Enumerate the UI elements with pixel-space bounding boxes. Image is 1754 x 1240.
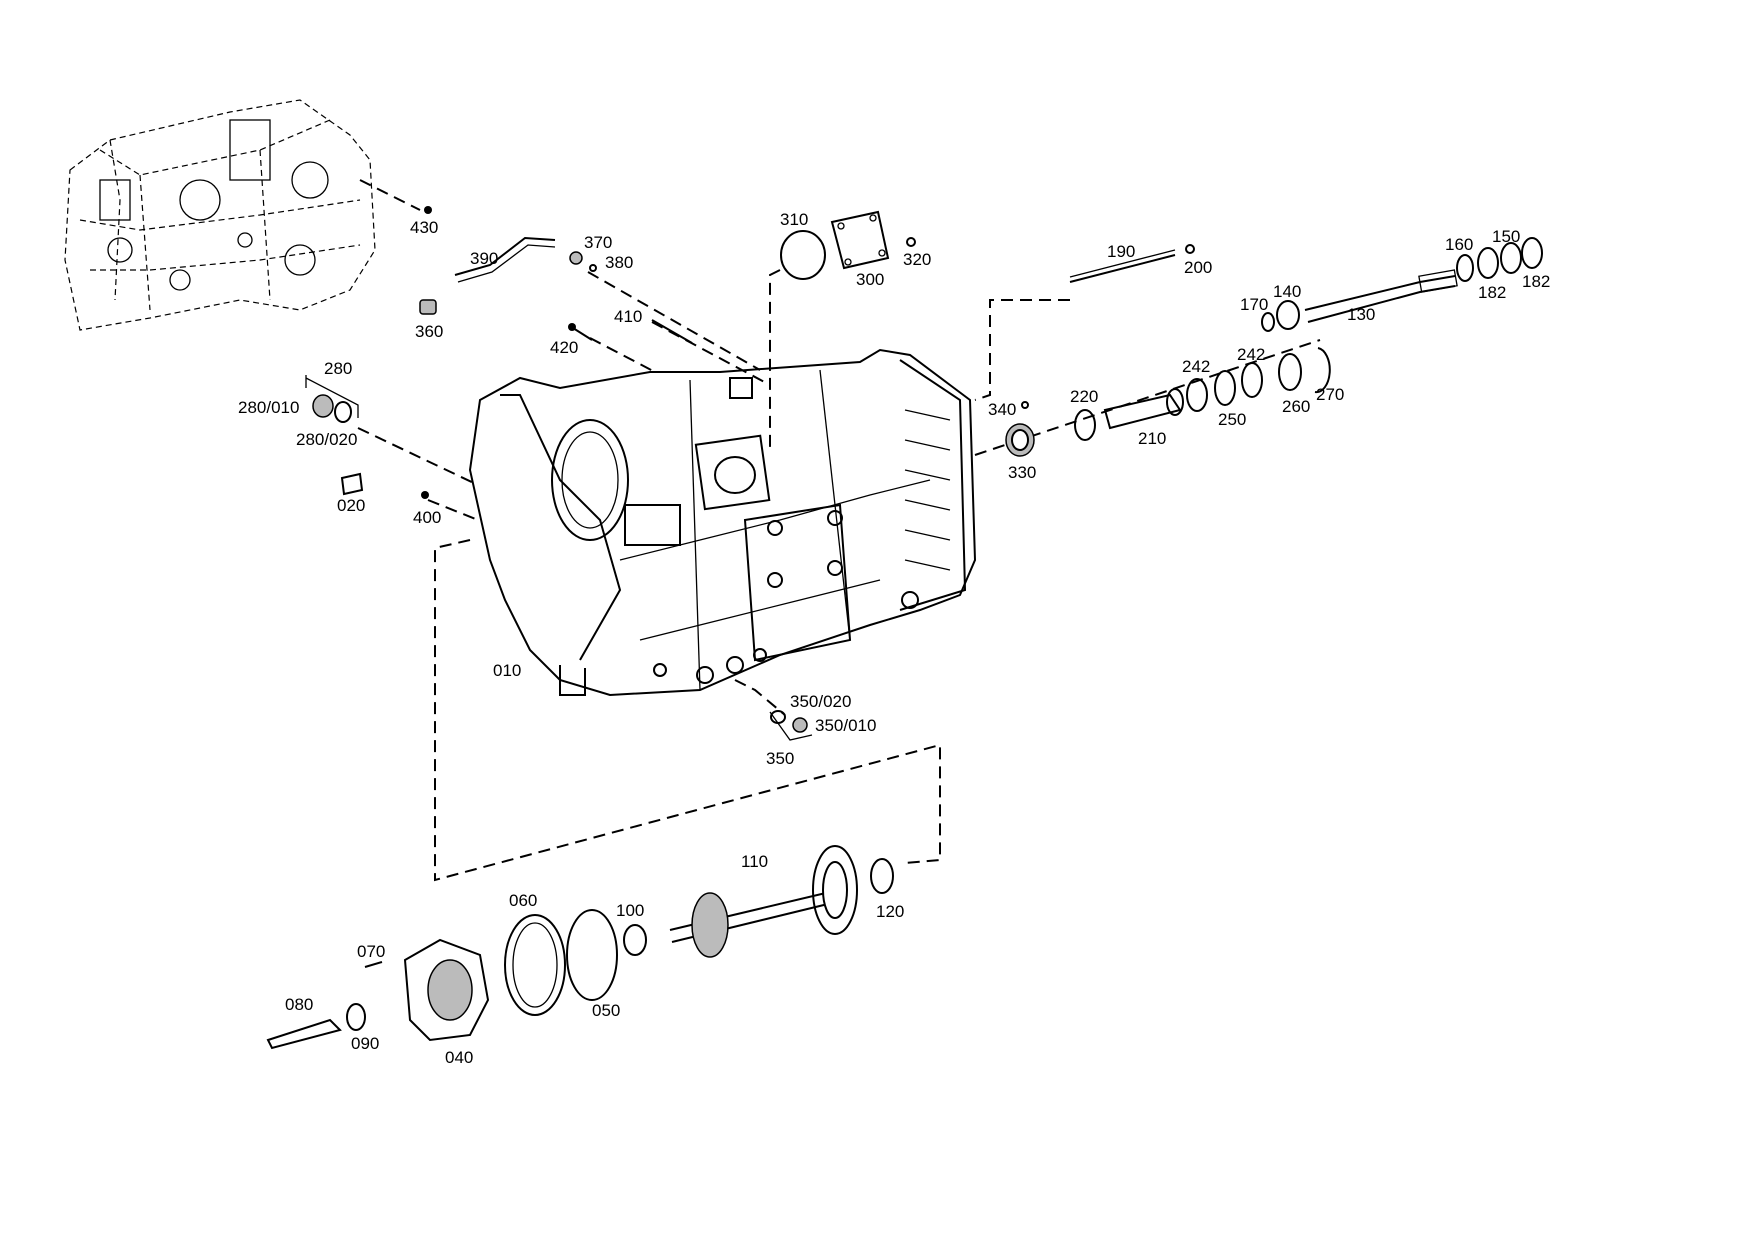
- labels: 430 390 370 380 360 410 420 310 300 320 …: [238, 210, 1550, 1067]
- label-210: 210: [1138, 429, 1166, 448]
- fitting-370: [569, 251, 583, 265]
- label-182b: 182: [1522, 272, 1550, 291]
- bearing-100: [623, 924, 647, 956]
- label-090: 090: [351, 1034, 379, 1053]
- gasket-060: [504, 914, 566, 1016]
- label-430: 430: [410, 218, 438, 237]
- bearing-120: [870, 858, 894, 894]
- shaft-210: [1103, 393, 1182, 430]
- label-100: 100: [616, 901, 644, 920]
- label-040: 040: [445, 1048, 473, 1067]
- label-140: 140: [1273, 282, 1301, 301]
- label-380: 380: [605, 253, 633, 272]
- bolt-400: [421, 491, 429, 499]
- label-190: 190: [1107, 242, 1135, 261]
- label-050: 050: [592, 1001, 620, 1020]
- label-130: 130: [1347, 305, 1375, 324]
- label-420: 420: [550, 338, 578, 357]
- ring-150: [1500, 242, 1522, 274]
- label-020: 020: [337, 496, 365, 515]
- label-410: 410: [614, 307, 642, 326]
- parts: [266, 206, 1543, 1050]
- label-320: 320: [903, 250, 931, 269]
- cover-040: [403, 938, 490, 1042]
- label-120: 120: [876, 902, 904, 921]
- label-360: 360: [415, 322, 443, 341]
- label-010: 010: [493, 661, 521, 680]
- leader-lines: [357, 179, 1321, 882]
- label-160: 160: [1445, 235, 1473, 254]
- label-260: 260: [1282, 397, 1310, 416]
- label-080: 080: [285, 995, 313, 1014]
- label-250: 250: [1218, 410, 1246, 429]
- screw-070: [364, 961, 383, 968]
- bearing-220: [1074, 409, 1096, 441]
- snap-ring-270: [1314, 347, 1331, 394]
- label-400: 400: [413, 508, 441, 527]
- oring-050: [566, 909, 618, 1001]
- label-330: 330: [1008, 463, 1036, 482]
- label-070: 070: [357, 942, 385, 961]
- ring-242b: [1241, 362, 1263, 398]
- plug-320: [906, 237, 916, 247]
- gear-110a: [691, 892, 729, 958]
- rod-190: [1069, 254, 1176, 283]
- ring-182b: [1521, 237, 1543, 269]
- pin-340: [1021, 401, 1029, 409]
- bolt-420: [572, 327, 593, 341]
- overview-inset: [64, 99, 376, 331]
- label-200: 200: [1184, 258, 1212, 277]
- label-110: 110: [741, 852, 768, 871]
- bolt-410: [651, 319, 693, 344]
- ring-090: [346, 1003, 366, 1031]
- label-300: 300: [856, 270, 884, 289]
- shaft-080: [266, 1018, 342, 1050]
- label-170: 170: [1240, 295, 1268, 314]
- label-390: 390: [470, 249, 498, 268]
- label-182a: 182: [1478, 283, 1506, 302]
- label-350-010: 350/010: [815, 716, 876, 735]
- label-350-020: 350/020: [790, 692, 851, 711]
- plug-350-010: [792, 717, 808, 733]
- washer-380: [589, 264, 597, 272]
- label-242a: 242: [1182, 357, 1210, 376]
- bolt-430: [424, 206, 432, 214]
- ring-242a: [1186, 378, 1208, 412]
- label-350: 350: [766, 749, 794, 768]
- ring-160: [1456, 254, 1474, 282]
- label-270: 270: [1316, 385, 1344, 404]
- ring-182a: [1477, 247, 1499, 279]
- gear-110b: [812, 845, 858, 935]
- label-280-020: 280/020: [296, 430, 357, 449]
- label-280: 280: [324, 359, 352, 378]
- fitting-360: [419, 299, 437, 315]
- bearing-260: [1278, 353, 1302, 391]
- ring-250: [1214, 370, 1236, 406]
- main-housing-010: [468, 348, 977, 697]
- pipe-390: [454, 236, 556, 276]
- label-242b: 242: [1237, 345, 1265, 364]
- label-060: 060: [509, 891, 537, 910]
- seal-280-020: [334, 401, 352, 423]
- cover-plate-300: [830, 210, 890, 270]
- label-150: 150: [1492, 227, 1520, 246]
- label-310: 310: [780, 210, 808, 229]
- bearing-140: [1276, 300, 1300, 330]
- label-340: 340: [988, 400, 1016, 419]
- ball-200: [1185, 244, 1195, 254]
- shaft-130: [1304, 275, 1456, 311]
- oring-310: [780, 230, 826, 280]
- ring-170: [1261, 312, 1275, 332]
- label-370: 370: [584, 233, 612, 252]
- label-220: 220: [1070, 387, 1098, 406]
- plug-280-010: [312, 394, 334, 418]
- label-280-010: 280/010: [238, 398, 299, 417]
- plate-020: [340, 472, 364, 496]
